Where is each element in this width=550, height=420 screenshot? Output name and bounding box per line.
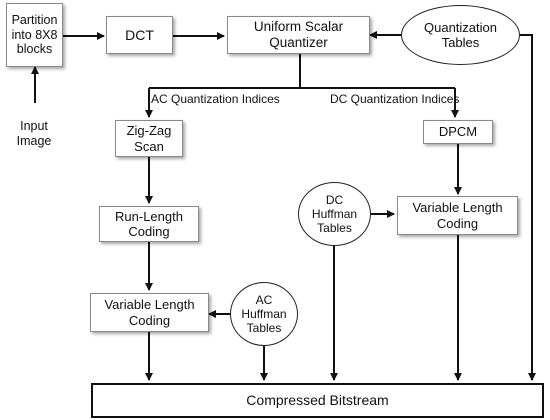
- run-length-box: Run-Length Coding: [99, 206, 199, 242]
- ac-huffman-circle: AC Huffman Tables: [230, 282, 298, 346]
- quantization-tables-oval: Quantization Tables: [401, 5, 520, 65]
- compressed-bitstream-box: Compressed Bitstream: [91, 383, 544, 418]
- vlc-ac-label: Variable Length Coding: [104, 297, 195, 328]
- dpcm-label: DPCM: [438, 124, 478, 140]
- input-image-label-box: Input Image: [8, 116, 60, 152]
- zigzag-label: Zig-Zag Scan: [126, 123, 172, 154]
- partition-label: Partition into 8X8 blocks: [11, 12, 58, 57]
- ac-huffman-label: AC Huffman Tables: [241, 292, 287, 336]
- quantizer-box: Uniform Scalar Quantizer: [227, 16, 370, 54]
- dc-indices-label: DC Quantization Indices: [330, 92, 460, 106]
- input-image-label: Input Image: [16, 119, 52, 148]
- dct-label: DCT: [125, 26, 154, 43]
- quantizer-label: Uniform Scalar Quantizer: [253, 19, 344, 50]
- ac-indices-label: AC Quantization Indices: [151, 92, 280, 106]
- compressed-bitstream-label: Compressed Bitstream: [246, 392, 389, 409]
- zigzag-box: Zig-Zag Scan: [115, 120, 183, 157]
- vlc-ac-box: Variable Length Coding: [90, 293, 209, 332]
- quantization-tables-label: Quantization Tables: [424, 19, 497, 50]
- run-length-label: Run-Length Coding: [115, 208, 183, 239]
- dc-huffman-label: DC Huffman Tables: [311, 192, 358, 236]
- dpcm-box: DPCM: [423, 120, 493, 144]
- dct-box: DCT: [106, 16, 173, 54]
- dc-huffman-circle: DC Huffman Tables: [298, 182, 371, 246]
- arrow-tables-to-bitstream: [520, 34, 536, 381]
- vlc-dc-label: Variable Length Coding: [412, 200, 503, 231]
- partition-box: Partition into 8X8 blocks: [6, 3, 63, 67]
- vlc-dc-box: Variable Length Coding: [397, 196, 518, 235]
